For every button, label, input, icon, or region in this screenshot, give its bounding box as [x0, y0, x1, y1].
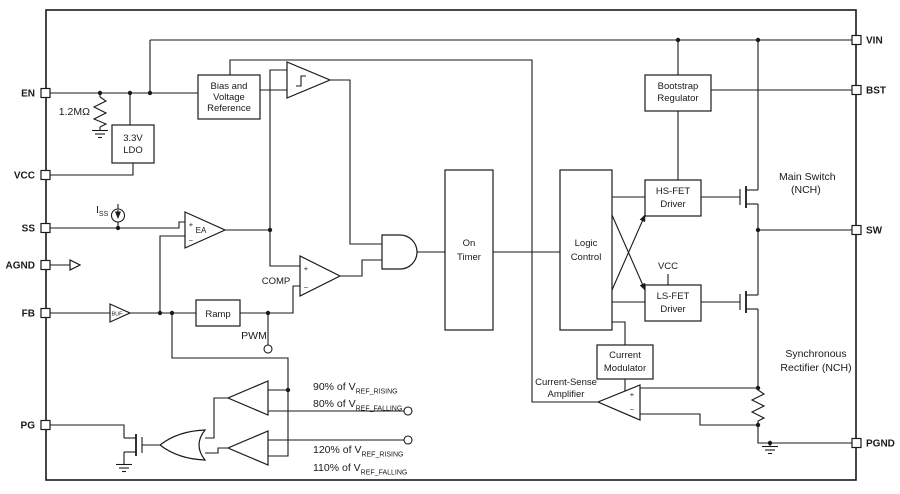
on-timer-block [444, 169, 494, 331]
ea-plus-mark: + [189, 220, 194, 229]
pin-vin-label: VIN [866, 36, 883, 47]
ldo-block [111, 124, 155, 164]
pins: EN VCC SS AGND FB PG VIN BST SW PGND [6, 34, 895, 450]
logic-control-block-label: Logic [575, 238, 598, 249]
en-pulldown-resistor [92, 96, 108, 128]
main-switch-nch-fet [739, 186, 758, 208]
pin-pgnd-label: PGND [866, 439, 895, 450]
pin-en-label: EN [21, 89, 35, 100]
agnd-arrow [69, 259, 82, 271]
sync-rectifier-nch-fet [739, 291, 758, 313]
pin-fb-label: FB [22, 309, 35, 320]
buf-label: BUF [112, 312, 124, 318]
pg-threshold-120-label: 120% of VREF_RISING [313, 444, 403, 459]
svg-text:Voltage: Voltage [213, 92, 245, 103]
logic-control-block [559, 169, 613, 331]
svg-text:LDO: LDO [123, 145, 143, 156]
current-sense-amplifier [596, 384, 641, 421]
vcc-drive-label: VCC [658, 261, 678, 272]
current-modulator-block [596, 344, 654, 380]
pin-en [40, 87, 51, 99]
pwm-label: PWM [241, 330, 267, 342]
pin-sw-label: SW [866, 226, 883, 237]
pin-agnd-label: AGND [6, 261, 35, 272]
junction-dots [97, 37, 773, 446]
current-sense-amp-label: Current-Sense [535, 377, 597, 388]
svg-text:Rectifier (NCH): Rectifier (NCH) [780, 362, 851, 374]
pwm-comparator [299, 255, 342, 297]
fb-buffer [109, 303, 132, 323]
ls-driver-block-label: LS-FET [657, 291, 690, 302]
pin-pg-label: PG [21, 421, 36, 432]
pin-bst-label: BST [866, 86, 886, 97]
ls-fet-driver-block [644, 284, 702, 322]
pg-threshold-90-label: 90% of VREF_RISING [313, 381, 398, 396]
ground-symbol-pg [116, 461, 132, 473]
svg-text:Reference: Reference [207, 103, 251, 114]
comp-plus-mark: + [304, 264, 309, 273]
csa-plus-mark: + [630, 390, 635, 399]
ea-minus-mark: − [189, 236, 194, 245]
pwm-test-point [263, 344, 273, 354]
pg-lower-comparator [226, 430, 269, 466]
pin-vin [851, 34, 862, 46]
ldo-block-label: 3.3V [123, 133, 143, 144]
pg-threshold-80-label: 80% of VREF_FALLING [313, 398, 402, 413]
iss-label: ISS [96, 204, 109, 218]
and-gate [381, 234, 418, 270]
svg-text:Modulator: Modulator [604, 363, 646, 374]
error-amplifier-label: EA [196, 226, 207, 235]
svg-text:Amplifier: Amplifier [548, 389, 585, 400]
pin-bst [851, 84, 862, 96]
hysteresis-icon [296, 75, 306, 87]
svg-text:Control: Control [571, 252, 602, 263]
comp-label: COMP [262, 276, 291, 287]
pg-threshold-110-label: 110% of VREF_FALLING [313, 462, 407, 477]
pin-agnd [40, 259, 51, 271]
svg-text:(NCH): (NCH) [791, 184, 821, 196]
svg-text:Driver: Driver [660, 304, 685, 315]
sync-rectifier-label: Synchronous [785, 348, 846, 360]
current-modulator-block-label: Current [609, 350, 641, 361]
main-switch-label: Main Switch [779, 171, 836, 183]
on-timer-block-label: On [463, 238, 476, 249]
pin-ss [40, 222, 51, 234]
csa-minus-mark: − [630, 405, 635, 414]
pg-upper-threshold-terminal [403, 406, 413, 416]
pg-upper-comparator [226, 380, 269, 416]
pin-fb [40, 307, 51, 319]
pin-vcc-label: VCC [14, 171, 35, 182]
pin-pg [40, 419, 51, 431]
ground-symbol-en [92, 127, 108, 139]
ramp-block-label: Ramp [205, 309, 230, 320]
bootstrap-block-label: Bootstrap [658, 81, 699, 92]
current-sense-resistor [750, 389, 766, 422]
en-resistor-label: 1.2MΩ [59, 106, 90, 118]
comp-minus-mark: − [304, 283, 309, 292]
bias-voltage-reference-block [197, 74, 261, 120]
pin-sw [851, 224, 862, 236]
or-gate [159, 429, 207, 461]
svg-text:Driver: Driver [660, 199, 685, 210]
pin-ss-label: SS [22, 224, 36, 235]
enable-comparator [286, 61, 332, 99]
wiring [50, 39, 852, 457]
bootstrap-regulator-block [644, 74, 712, 112]
bias-block-label: Bias and [211, 81, 248, 92]
pin-pgnd [851, 437, 862, 449]
svg-text:Regulator: Regulator [657, 93, 698, 104]
pin-vcc [40, 169, 51, 181]
hs-fet-driver-block [644, 179, 702, 217]
ramp-block [195, 299, 241, 327]
pg-open-drain-fet [123, 434, 143, 461]
hs-driver-block-label: HS-FET [656, 186, 691, 197]
error-amplifier [184, 211, 227, 249]
pg-lower-threshold-terminal [403, 435, 413, 445]
svg-text:Timer: Timer [457, 252, 481, 263]
